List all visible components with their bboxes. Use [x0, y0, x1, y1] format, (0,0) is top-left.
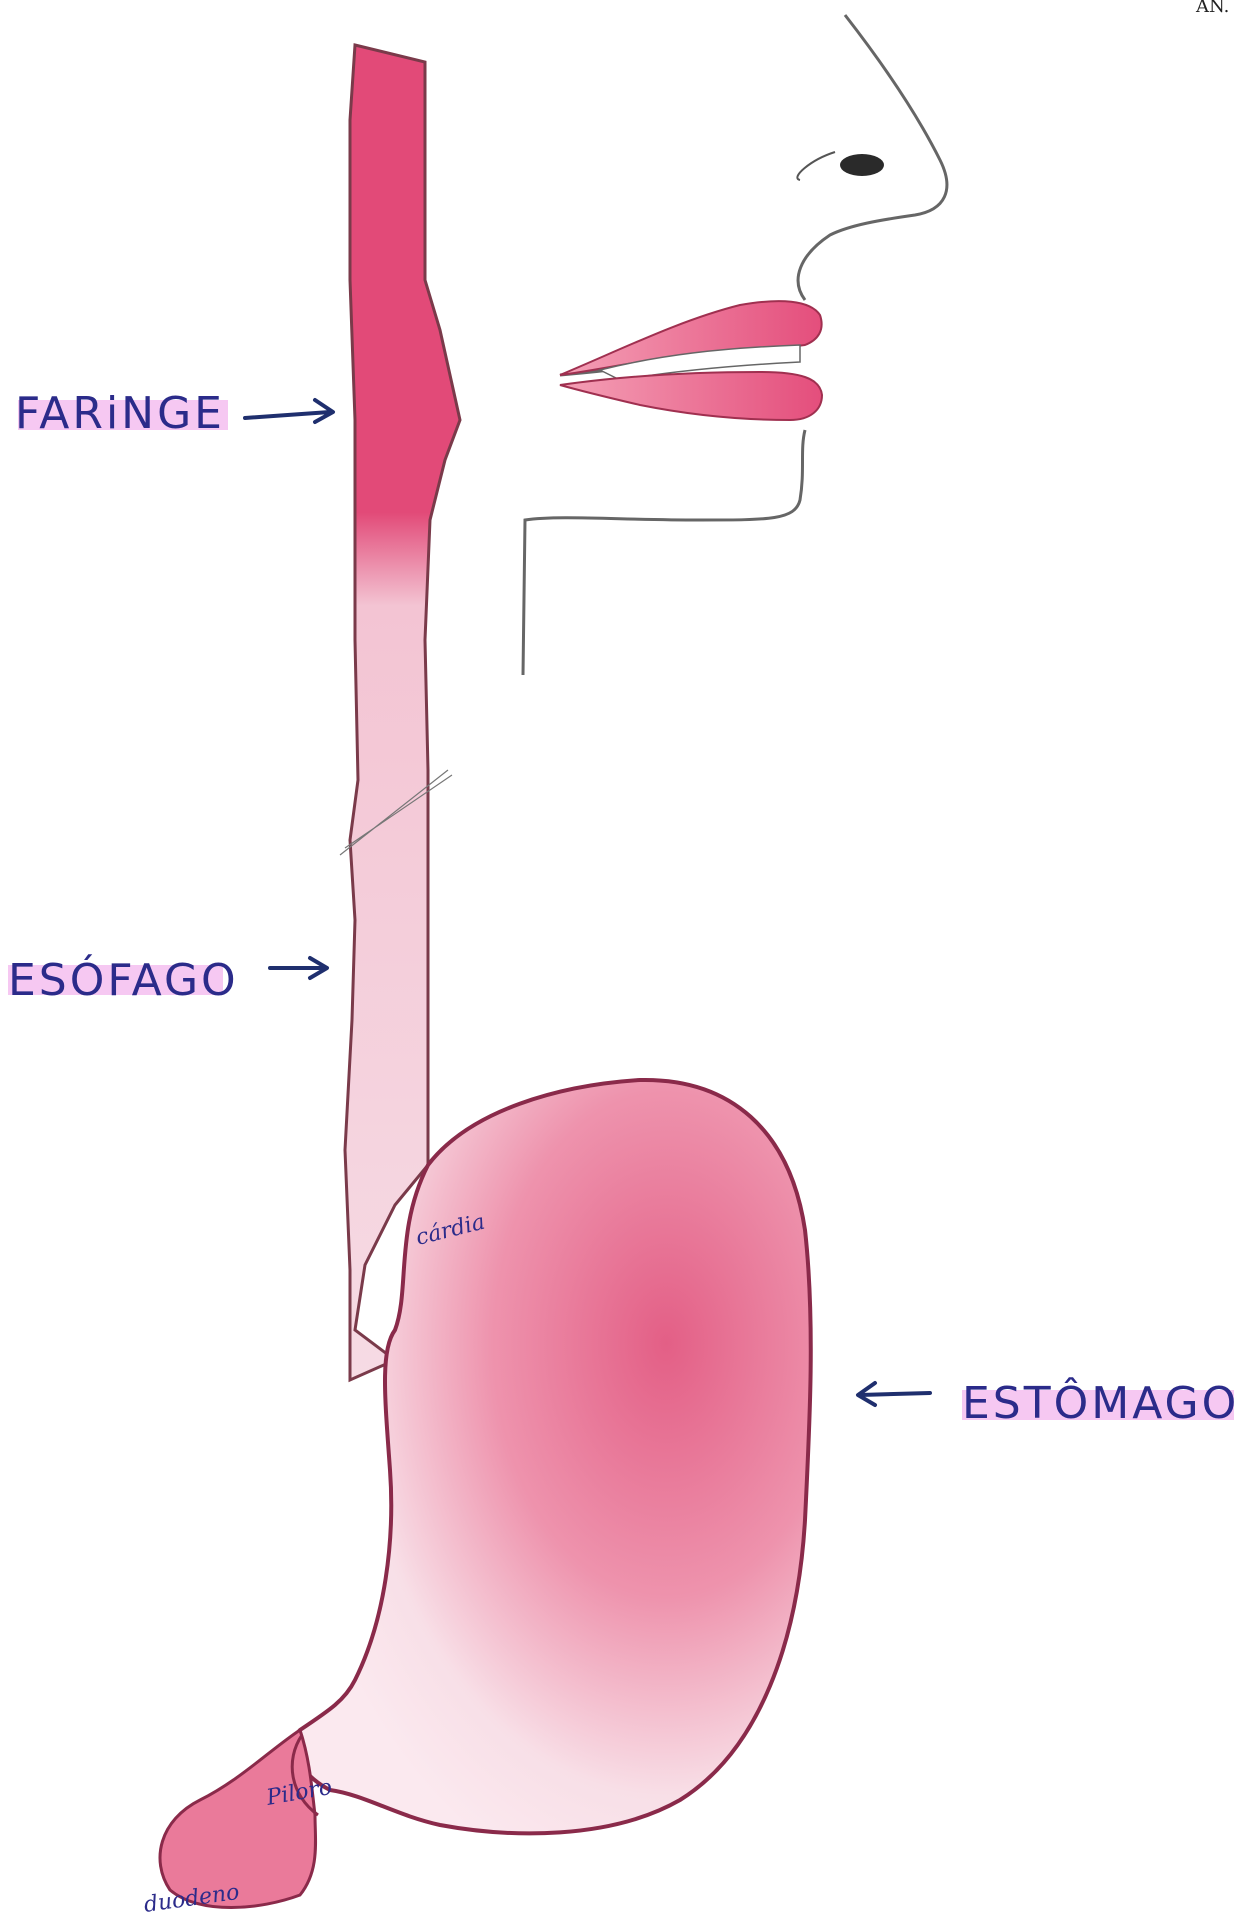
nostril-shape: [840, 154, 884, 176]
lower-lip-shape: [560, 372, 822, 420]
esofago-label: ESÓFAGO: [8, 953, 239, 1006]
duodeno-label: duodeno: [142, 1880, 241, 1917]
corner-mark: AN.: [1195, 0, 1229, 17]
nostril-outline: [797, 152, 835, 180]
arrow-right-icon: [245, 400, 333, 422]
estomago-label: ESTÔMAGO: [962, 1376, 1239, 1429]
arrow-right-icon: [270, 958, 327, 978]
faringe-label: FARiNGE: [15, 388, 225, 439]
arrow-left-icon: [858, 1383, 930, 1405]
